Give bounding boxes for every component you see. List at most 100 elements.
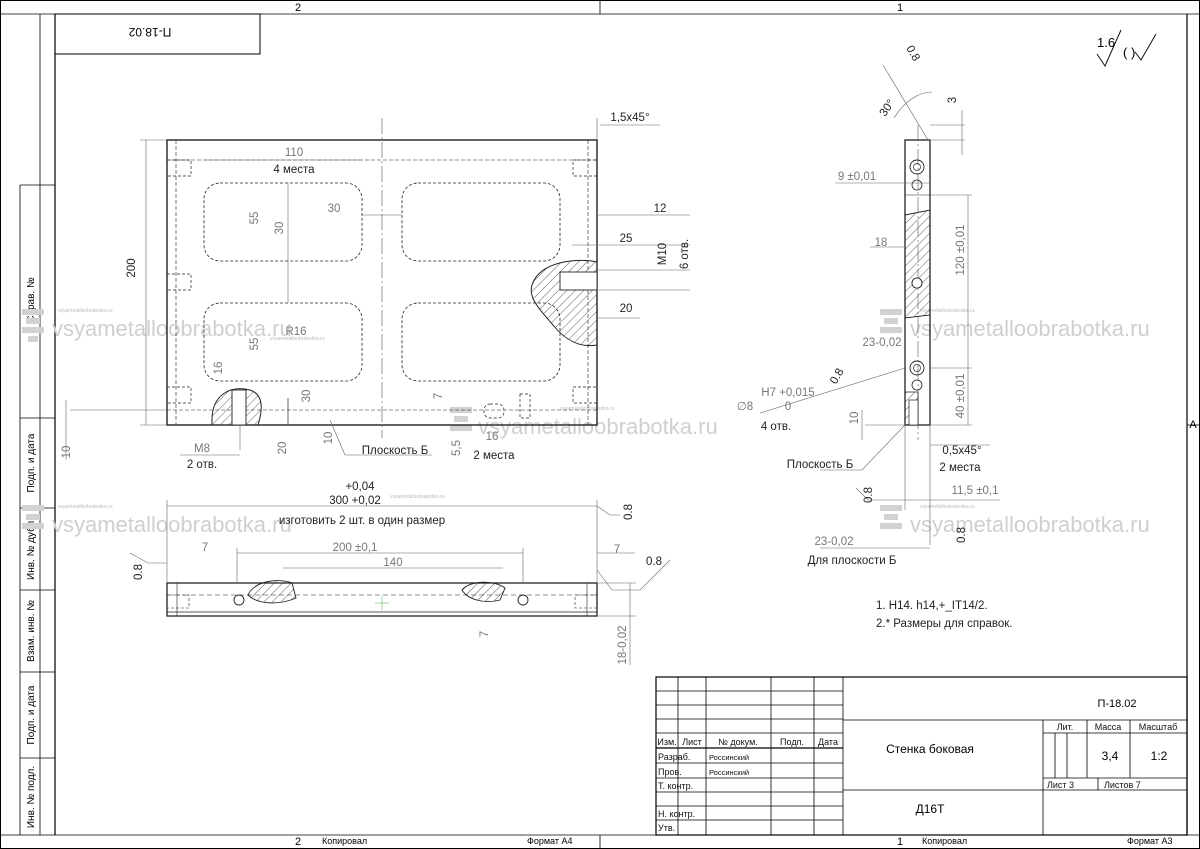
roughness-general-bracket: ( ): [1123, 45, 1135, 60]
plan-view-dimension-lines: [129, 500, 671, 665]
title-material: Д16Т: [916, 802, 945, 816]
front-thread-m8: M8: [194, 443, 210, 455]
title-sheet-count: Листов 7: [1104, 780, 1141, 790]
mirrored-drawing-code: П-18.02: [128, 25, 171, 39]
plan-note-make-2: изготовить 2 шт. в один размер: [279, 515, 445, 527]
title-header-izm: Изм.: [657, 737, 676, 747]
note-2: 2.* Размеры для справок.: [876, 618, 1012, 630]
watermark-small-4: vsyametalloobrabotka.ru: [390, 494, 445, 500]
watermark-text-1: vsyametalloobrabotka.ru: [52, 316, 292, 341]
watermark-small-5: vsyametalloobrabotka.ru: [920, 308, 975, 314]
zone-number-1-bottom: 1: [897, 836, 903, 848]
front-dim-20: 20: [277, 442, 289, 455]
side-dim-23-ref: 23-0,02: [862, 337, 901, 349]
front-label-6-holes: 6 отв.: [679, 239, 691, 269]
label-podp-data-1: Подп. и дата: [26, 433, 37, 492]
side-roughness-0-8-mid: 0.8: [828, 367, 846, 387]
front-dim-30-vertical: 30: [274, 222, 286, 235]
front-label-4-places: 4 места: [273, 164, 315, 176]
side-dim-120: 120 ±0,01: [955, 224, 967, 275]
watermark-small-6: vsyametalloobrabotka.ru: [920, 504, 975, 510]
side-dim-18: 18: [875, 237, 888, 249]
zone-number-1-top: 1: [897, 2, 903, 14]
side-dim-9: 9 ±0,01: [838, 171, 876, 183]
plan-dim-7-right: 7: [614, 544, 620, 556]
title-header-doc-no: № докум.: [718, 737, 758, 747]
format-a3-label: Формат А3: [1127, 836, 1172, 846]
side-view-geometry: [904, 125, 931, 440]
plan-dim-18: 18-0,02: [617, 625, 629, 664]
title-drawing-code: П-18.02: [1097, 698, 1136, 710]
front-dim-16: 16: [213, 362, 225, 375]
front-chamfer-1-5x45: 1,5x45°: [610, 112, 649, 124]
watermark-logo-icon: [22, 309, 902, 529]
side-dim-10: 10: [849, 412, 861, 425]
front-label-2-places: 2 места: [473, 450, 515, 462]
side-h7-lower: 0: [785, 401, 791, 413]
side-label-2-places: 2 места: [939, 462, 981, 474]
title-row-t-kontr: Т. контр.: [658, 781, 693, 791]
roughness-general-symbol: [1096, 29, 1157, 68]
front-view-dimension-lines: [65, 118, 690, 460]
front-dim-30-horizontal: 30: [328, 203, 341, 215]
label-inv-dubl: Инв. № дубл.: [25, 518, 37, 580]
front-dim-5-5: 5,5: [451, 440, 463, 456]
plan-dim-300: 300 +0,02: [329, 495, 380, 507]
side-angle-30: 30°: [878, 98, 898, 119]
front-dim-55-upper: 55: [249, 212, 261, 225]
side-dim-3: 3: [947, 97, 959, 103]
side-label-for-plane-b: Для плоскости Б: [808, 555, 897, 567]
watermark-group: vsyametalloobrabotka.ru vsyametalloobrab…: [22, 308, 1150, 537]
roughness-general-value: 1.6: [1097, 35, 1115, 50]
title-header-date: Дата: [818, 737, 838, 747]
front-dim-25: 25: [620, 233, 633, 245]
title-block-grid: [655, 676, 1188, 836]
side-roughness-0-8-right: 0.8: [956, 527, 968, 543]
front-dim-7: 7: [433, 393, 445, 399]
title-row-prov: Пров.: [658, 767, 682, 777]
side-chamfer-0-5x45: 0,5x45°: [942, 445, 981, 457]
front-label-plane-b: Плоскость Б: [362, 445, 429, 457]
zone-number-2-top: 2: [295, 2, 301, 14]
title-header-scale: Масштаб: [1139, 722, 1178, 732]
front-label-2-holes: 2 отв.: [187, 459, 217, 471]
side-h7-tolerance: H7 +0,015: [761, 387, 814, 399]
label-vzam-inv: Взам. инв. №: [26, 600, 37, 662]
front-thread-m10: M10: [657, 243, 669, 265]
front-dim-110: 110: [285, 147, 303, 159]
watermark-text-5: vsyametalloobrabotka.ru: [910, 512, 1150, 537]
zone-letter-a: A: [1189, 419, 1197, 431]
zone-number-2-bottom: 2: [295, 836, 301, 848]
side-dim-11-5: 11,5 ±0,1: [951, 485, 998, 497]
front-dim-200: 200: [126, 258, 138, 277]
front-dim-30-bottom: 30: [301, 390, 313, 403]
title-header-mass: Масса: [1095, 722, 1122, 732]
front-dim-55-lower: 55: [249, 338, 261, 351]
label-sprav-no: Справ. №: [26, 277, 37, 323]
front-dim-r16: R16: [285, 326, 306, 338]
plan-dim-200: 200 ±0,1: [333, 542, 378, 554]
watermark-small-1: vsyametalloobrabotka.ru: [58, 308, 113, 314]
title-part-name: Стенка боковая: [886, 742, 974, 756]
watermark-text-4: vsyametalloobrabotka.ru: [910, 316, 1150, 341]
title-mass-value: 3,4: [1102, 749, 1119, 763]
title-row-razrab: Разраб.: [658, 752, 690, 762]
front-view-geometry: [166, 118, 598, 438]
side-roughness-0-8-top: 0.8: [903, 44, 921, 64]
plan-roughness-0-8-a: 0.8: [623, 504, 635, 520]
front-dim-10-a: 10: [61, 446, 73, 459]
plan-dim-7-left: 7: [202, 542, 208, 554]
copy-label-left: Копировал: [322, 836, 367, 846]
front-dim-10-b: 10: [323, 432, 335, 445]
label-podp-data-2: Подп. и дата: [26, 685, 37, 744]
plan-roughness-0-8-b: 0.8: [133, 564, 145, 580]
title-prov-name: Россинский: [709, 768, 749, 777]
plan-dim-140: 140: [383, 557, 402, 569]
plan-dim-7-lower: 7: [479, 631, 491, 637]
copy-label-right: Копировал: [922, 836, 967, 846]
side-diameter-8: ∅8: [737, 401, 753, 413]
label-inv-podl: Инв. № подл.: [26, 766, 37, 828]
front-dim-12: 12: [654, 203, 667, 215]
plan-tolerance-plus-0-04: +0,04: [345, 481, 375, 493]
